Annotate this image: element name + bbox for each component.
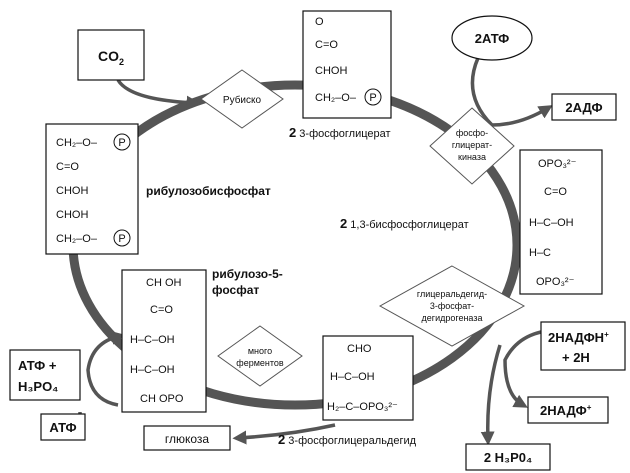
g3p-struct-line: H–C–OH bbox=[330, 371, 375, 383]
co2-box bbox=[77, 29, 145, 81]
atp-left-arrow bbox=[86, 330, 126, 407]
pga-struct-line: C=O bbox=[315, 39, 338, 51]
ru5p-struct-line: CH OH bbox=[146, 277, 182, 289]
atp2-label: 2АТФ bbox=[475, 31, 510, 46]
g3p-struct-line: H₂–C–OPO₃²⁻ bbox=[327, 401, 398, 413]
dehydrogenase-label-line: глицеральдегид- bbox=[417, 289, 487, 299]
pga-struct-line: CH₂–O– bbox=[315, 92, 357, 104]
phosphate-circle bbox=[364, 88, 382, 106]
kinase-label-line: фосфо- bbox=[456, 128, 488, 138]
ru5p-label-line: рибулозо-5- bbox=[212, 267, 283, 281]
phosphate-symbol: P bbox=[118, 233, 125, 245]
bpg-structure-box bbox=[519, 149, 603, 295]
g3p-structure-box bbox=[322, 335, 414, 421]
nadph-line1: 2НАДФН+ bbox=[548, 330, 609, 345]
ru5p-label-line: фосфат bbox=[212, 283, 259, 297]
nadp-label: 2НАДФ+ bbox=[540, 403, 592, 418]
ru5p-struct-line: H–C–OH bbox=[130, 334, 175, 346]
ru5p-struct-line: CH OPO bbox=[140, 393, 184, 405]
ru5p-structure-box bbox=[121, 269, 207, 413]
rubisco-label: Рубиско bbox=[223, 94, 262, 106]
dehydrogenase-label-line: 3-фосфат- bbox=[430, 301, 474, 311]
dehydrogenase-label-line: дегидрогеназа bbox=[422, 313, 483, 323]
co2-arrow bbox=[116, 78, 201, 110]
pga-struct-line: O bbox=[315, 16, 324, 28]
rubp-struct-line: CH₂–O– bbox=[56, 233, 98, 245]
h3po4-box bbox=[465, 443, 551, 471]
glucose-arrow bbox=[232, 423, 336, 445]
bpg-struct-line: OPO₃²⁻ bbox=[536, 276, 575, 288]
many-enzymes-label-line: ферментов bbox=[236, 358, 284, 368]
pga-label: 2 3-фосфоглицерат bbox=[289, 125, 391, 140]
nadph-line2: + 2Н bbox=[562, 350, 590, 365]
phosphate-symbol: P bbox=[369, 92, 376, 104]
rubp-struct-line: CH₂–O– bbox=[56, 137, 98, 149]
bpg-struct-line: C=O bbox=[544, 186, 567, 198]
phosphate-symbol: P bbox=[118, 137, 125, 149]
nadph-box bbox=[540, 321, 626, 371]
nadp-box bbox=[527, 396, 609, 424]
phosphate-circle bbox=[113, 229, 131, 247]
atp-adp-arrow bbox=[470, 57, 553, 127]
rubisco-diamond bbox=[200, 69, 284, 129]
many-enzymes-diamond bbox=[217, 325, 303, 387]
nadph-arrow bbox=[503, 328, 561, 408]
atp-h3po4-box bbox=[9, 349, 81, 401]
many-enzymes-label-line: много bbox=[248, 346, 272, 356]
ru5p-struct-line: H–C–OH bbox=[130, 364, 175, 376]
bpg-struct-line: OPO₃²⁻ bbox=[538, 158, 577, 170]
rubp-struct-line: CHOH bbox=[56, 185, 88, 197]
atp-h3po4-line: АТФ + bbox=[18, 358, 57, 373]
atp2-ellipse bbox=[451, 15, 533, 61]
atp-left-box bbox=[40, 413, 86, 441]
atp-h3po4-line: H₃PO₄ bbox=[18, 379, 58, 394]
kinase-label-line: глицерат- bbox=[452, 140, 492, 150]
adp2-box bbox=[551, 93, 617, 121]
ru5p-struct-line: C=O bbox=[150, 304, 173, 316]
dehydrogenase-diamond bbox=[378, 265, 526, 347]
rubp-struct-line: CHOH bbox=[56, 209, 88, 221]
bpg-struct-line: H–C bbox=[529, 247, 551, 259]
rubp-struct-line: C=O bbox=[56, 161, 79, 173]
atp-left-label: АТФ bbox=[49, 420, 76, 435]
kinase-label-line: киназа bbox=[458, 152, 486, 162]
pga-struct-line: CHOH bbox=[315, 65, 347, 77]
rubp-label: рибулозобисфосфат bbox=[146, 184, 271, 198]
kinase-diamond bbox=[429, 107, 515, 185]
g3p-label: 2 3-фосфоглицеральдегид bbox=[278, 432, 417, 447]
g3p-struct-line: CHO bbox=[347, 343, 372, 355]
bpg-label: 2 1,3-бисфосфоглицерат bbox=[340, 216, 469, 231]
glucose-label: глюкоза bbox=[165, 432, 210, 446]
phosphate-circle bbox=[113, 133, 131, 151]
adp2-label: 2АДФ bbox=[565, 100, 602, 115]
bpg-struct-line: H–C–OH bbox=[529, 217, 574, 229]
h3po4-label: 2 H₃P0₄ bbox=[484, 450, 532, 465]
glucose-box bbox=[143, 425, 231, 451]
co2-label: CO2 bbox=[98, 48, 124, 67]
phosphate-arrow bbox=[480, 344, 502, 446]
